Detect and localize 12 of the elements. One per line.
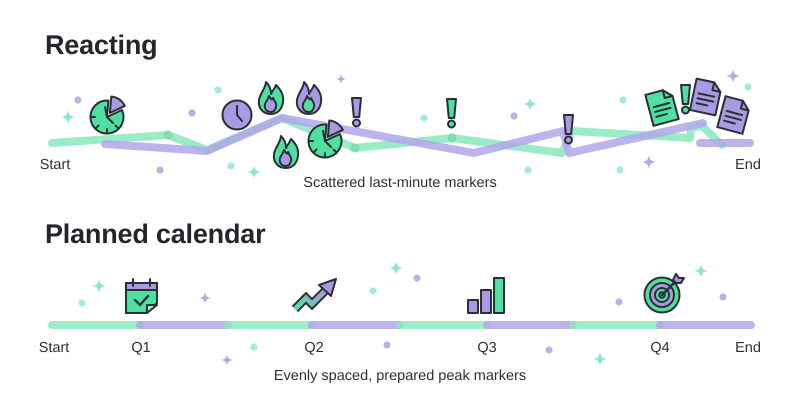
caption: Evenly spaced, prepared peak markers [274, 368, 526, 386]
timeline-label: End [735, 157, 761, 174]
quarter-label: Q2 [304, 340, 324, 358]
timeline-label: Start [40, 157, 70, 174]
quarter-label: Q3 [477, 340, 497, 358]
caption: Scattered last-minute markers [303, 175, 497, 192]
section-heading: Reacting [45, 29, 158, 62]
quarter-label: Q4 [650, 340, 670, 358]
section-heading: Planned calendar [45, 218, 266, 250]
timeline-label: Start [38, 340, 70, 358]
quarter-label: Q1 [131, 340, 151, 358]
timeline-label: End [735, 340, 761, 358]
